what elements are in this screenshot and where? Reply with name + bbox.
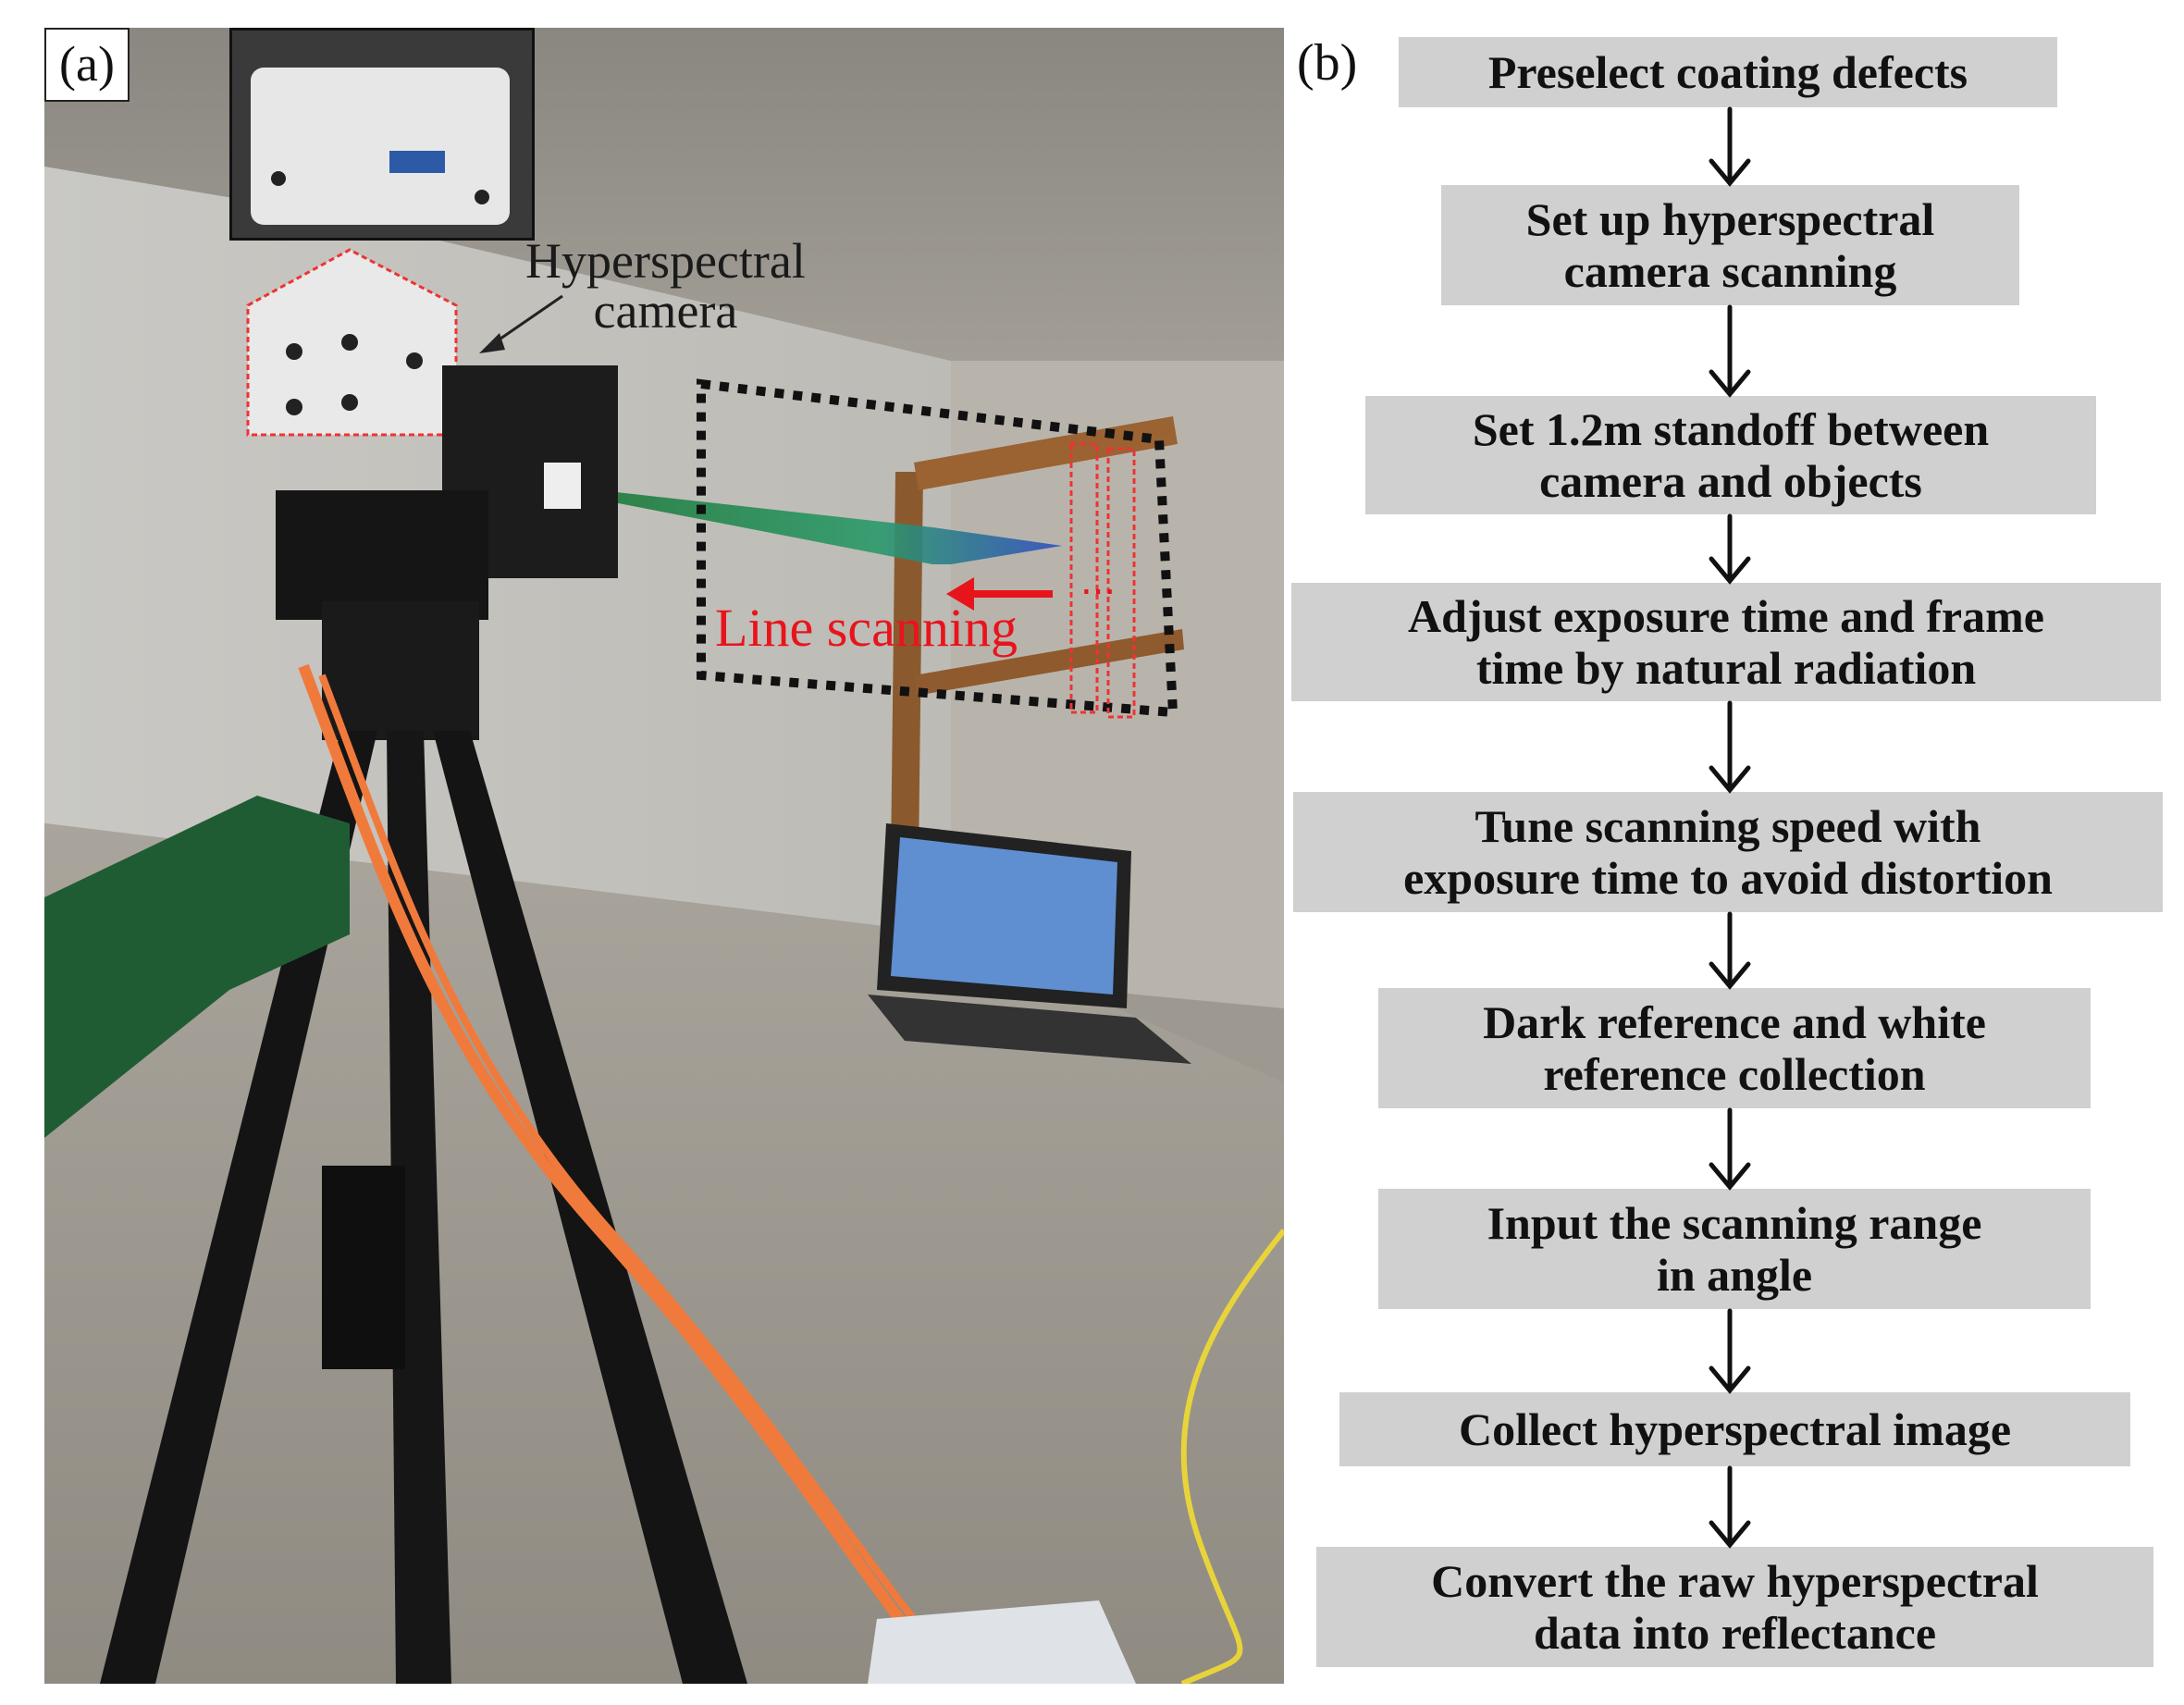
camera-annotation-line1: Hyperspectral <box>525 233 806 289</box>
operator-arm <box>44 796 350 1138</box>
camera-annotation-line2: camera <box>593 283 738 339</box>
step-text: Tune scanning speed with <box>1475 800 1981 852</box>
yellow-cable <box>1180 1229 1284 1684</box>
flowchart-step-3: Set 1.2m standoff between camera and obj… <box>1365 396 2096 514</box>
rust-beam <box>914 629 1184 696</box>
flowchart-step-2: Set up hyperspectral camera scanning <box>1441 185 2019 305</box>
rust-column <box>891 472 923 860</box>
flow-arrow <box>1709 700 1751 794</box>
scan-continuation-dots: ... <box>1080 561 1116 603</box>
step-text: Preselect coating defects <box>1487 46 1968 98</box>
line-scanning-label: Line scanning <box>715 598 1018 658</box>
step-text: camera and objects <box>1539 455 1922 507</box>
camera-closeup-illustration <box>232 31 532 238</box>
step-text: Dark reference and white <box>1483 996 1986 1048</box>
camera-closeup-inset <box>229 28 535 241</box>
flow-arrow <box>1709 106 1751 187</box>
step-text: Set up hyperspectral <box>1525 193 1935 245</box>
flow-arrow <box>1709 911 1751 990</box>
orange-cable <box>298 663 956 1684</box>
panel-label-b: (b) <box>1297 34 1358 92</box>
flowchart-step-4: Adjust exposure time and frame time by n… <box>1291 583 2161 701</box>
photo-illustration: ... <box>44 28 1284 1684</box>
flowchart-step-7: Input the scanning range in angle <box>1378 1189 2091 1309</box>
step-text: Adjust exposure time and frame <box>1408 590 2044 642</box>
flow-arrow <box>1709 1465 1751 1549</box>
scan-strip <box>1106 447 1136 719</box>
step-text: time by natural radiation <box>1475 642 1977 694</box>
flow-arrow <box>1709 304 1751 398</box>
field-setup-photo: ... <box>44 28 1284 1684</box>
flow-arrow <box>1709 513 1751 585</box>
flowchart-step-8: Collect hyperspectral image <box>1339 1392 2130 1466</box>
step-text: exposure time to avoid distortion <box>1403 852 2053 904</box>
pan-tilt-head <box>276 490 488 620</box>
floor-box <box>868 1600 1136 1684</box>
step-text: Input the scanning range <box>1487 1197 1982 1249</box>
step-text: Set 1.2m standoff between <box>1472 403 1990 455</box>
flowchart-step-6: Dark reference and white reference colle… <box>1378 988 2091 1108</box>
step-text: data into reflectance <box>1533 1607 1937 1659</box>
flow-arrow <box>1709 1107 1751 1191</box>
tripod-leg <box>100 731 377 1684</box>
tripod-leg <box>387 731 451 1684</box>
camera-annotation: Hyperspectral camera <box>525 236 806 336</box>
flowchart-step-9: Convert the raw hyperspectral data into … <box>1316 1547 2153 1667</box>
step-text: in angle <box>1656 1249 1813 1301</box>
laptop-base <box>868 995 1191 1064</box>
scan-arrow-head <box>946 577 974 611</box>
step-text: Collect hyperspectral image <box>1458 1403 2012 1455</box>
flowchart-step-1: Preselect coating defects <box>1399 37 2057 107</box>
flowchart-step-5: Tune scanning speed with exposure time t… <box>1293 792 2163 912</box>
inset-camera <box>251 68 510 225</box>
scan-beam <box>599 490 1062 564</box>
step-text: reference collection <box>1543 1048 1926 1100</box>
step-text: camera scanning <box>1563 245 1897 297</box>
panel-label-a: (a) <box>44 28 130 102</box>
flow-arrow <box>1709 1308 1751 1394</box>
laptop-display <box>891 837 1117 995</box>
step-text: Convert the raw hyperspectral <box>1431 1555 2039 1607</box>
scan-strip <box>1069 442 1099 714</box>
